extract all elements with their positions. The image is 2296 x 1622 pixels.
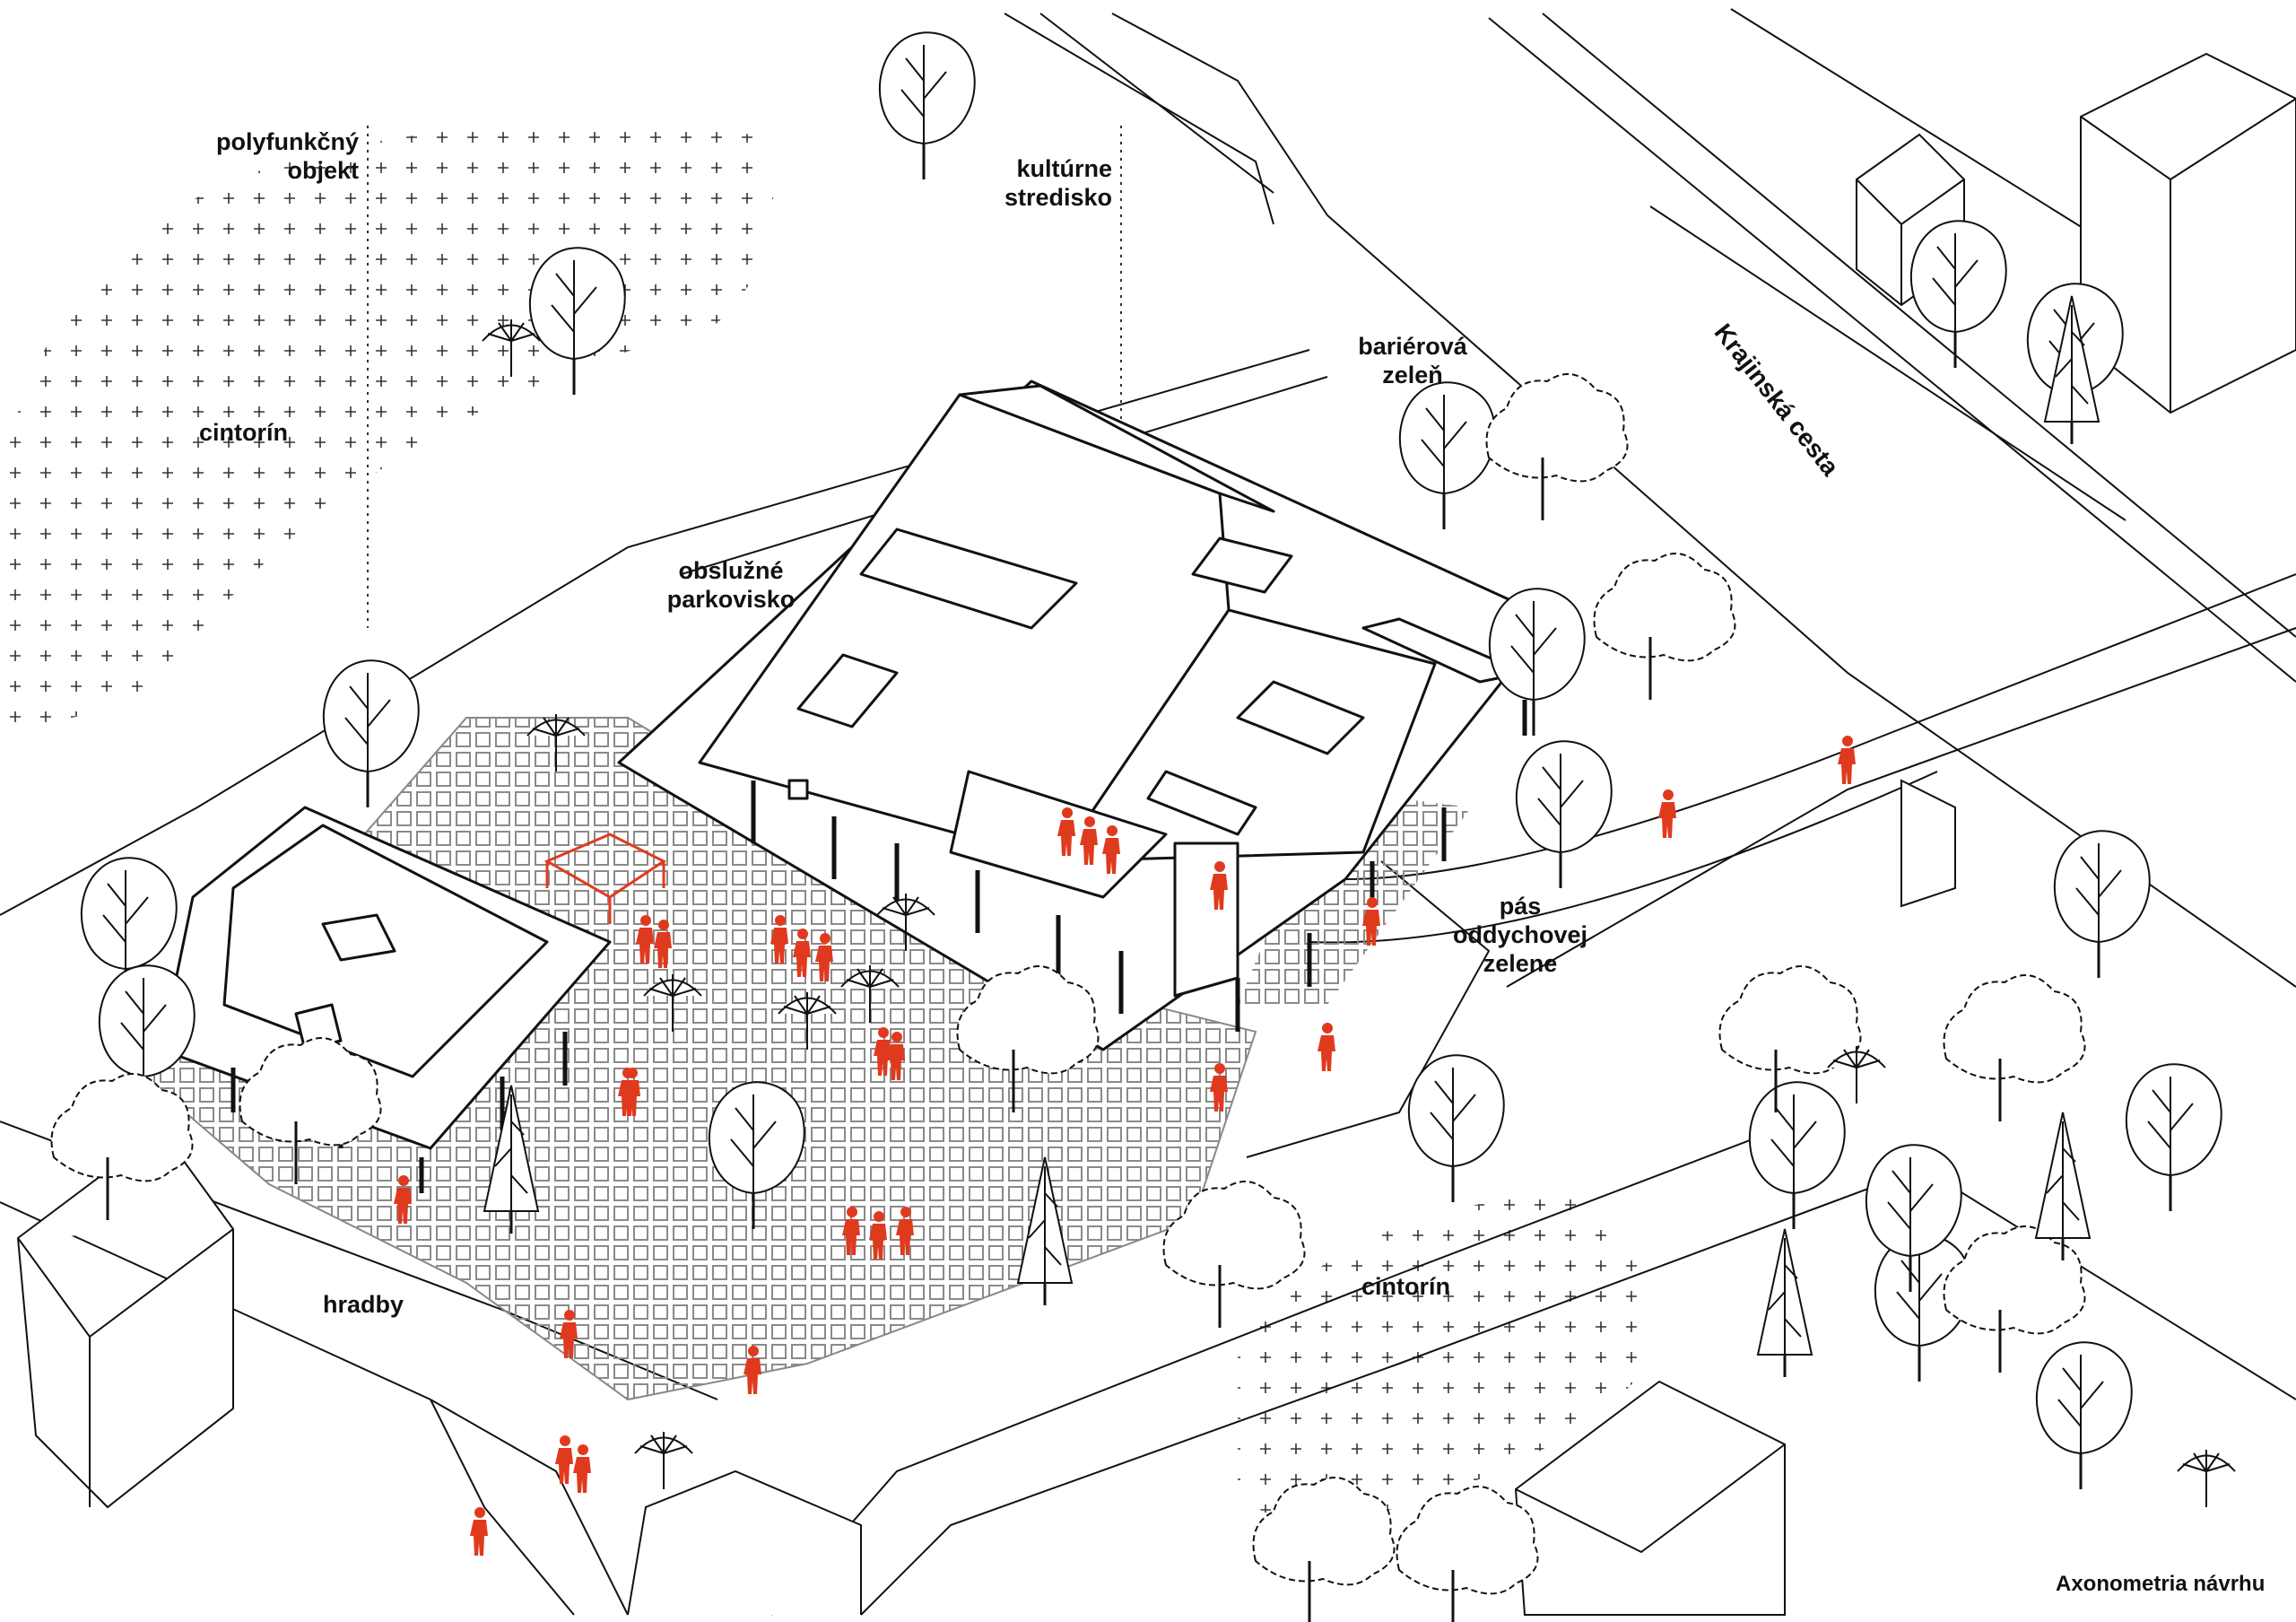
label-line: obslužné — [678, 557, 784, 584]
label-barierova-zelen: bariérová zeleň — [1345, 332, 1480, 389]
label-kulturne-stredisko: kultúrne stredisko — [987, 154, 1112, 212]
label-line: zelene — [1483, 950, 1558, 977]
label-cintorin-bottom: cintorín — [1361, 1273, 1450, 1300]
cemetery-field-top — [0, 123, 774, 736]
label-cintorin-top: cintorín — [199, 419, 288, 446]
label-line: bariérová — [1358, 333, 1467, 360]
label-line: parkovisko — [666, 586, 796, 613]
label-line: objekt — [287, 157, 359, 184]
label-line: stredisko — [1004, 184, 1112, 211]
cemetery-field-bottom — [1238, 1193, 1654, 1522]
page-title: Axonometria návrhu — [2056, 1572, 2266, 1596]
label-line: zeleň — [1382, 362, 1443, 388]
label-polyfunkcny-objekt: polyfunkčný objekt — [215, 127, 359, 185]
label-line: oddychovej — [1452, 921, 1588, 948]
label-pas-oddychovej-zelene: pás oddychovej zelene — [1444, 892, 1596, 978]
label-hradby: hradby — [323, 1291, 404, 1318]
label-line: pás — [1499, 893, 1542, 920]
label-line: kultúrne — [1016, 155, 1112, 182]
label-line: polyfunkčný — [215, 128, 359, 155]
pavilion-frame — [544, 833, 666, 924]
label-obsluzne-parkovisko: obslužné parkovisko — [655, 556, 807, 614]
